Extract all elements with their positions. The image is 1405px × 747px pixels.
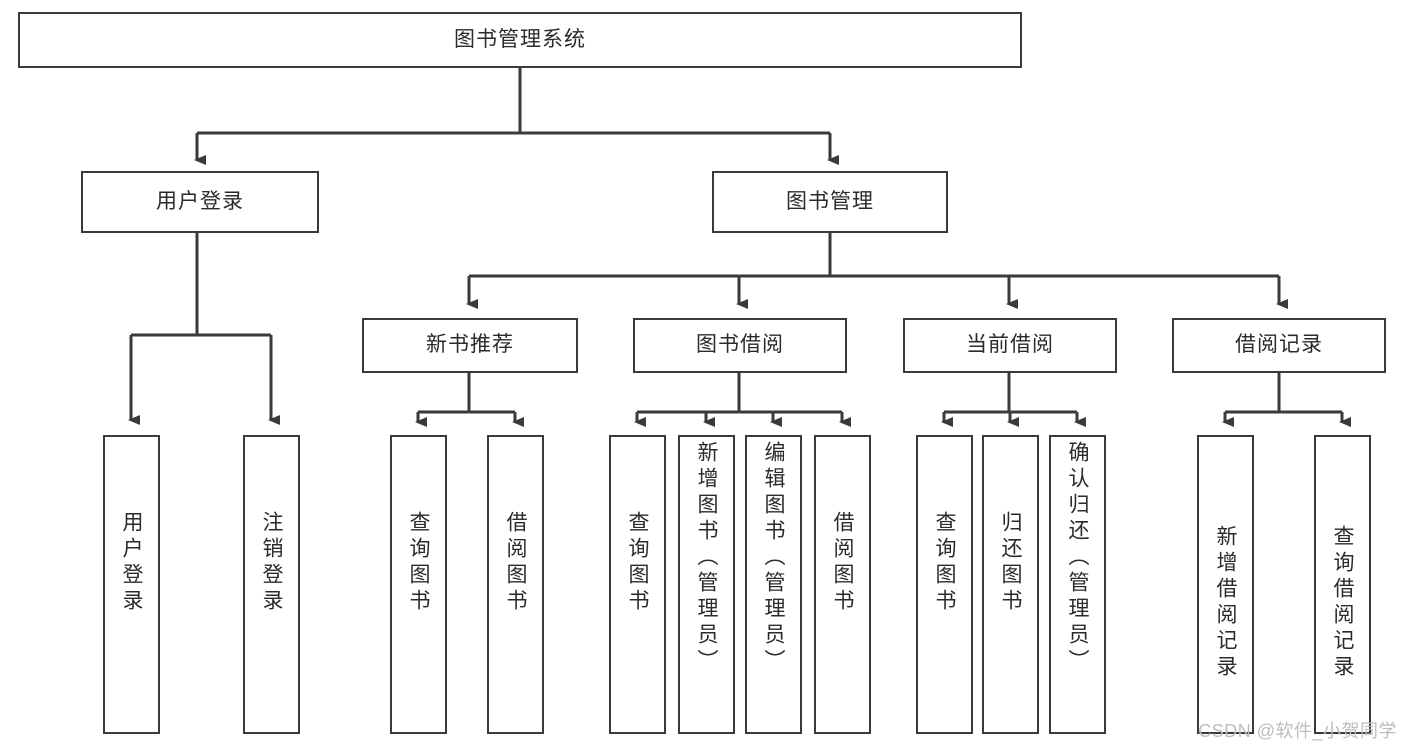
leaf-confirm-return-admin[interactable]: 确认归还（管理员）: [1049, 435, 1106, 734]
node-label: 查询图书: [407, 511, 430, 615]
node-label: 查询图书: [626, 511, 649, 615]
node-label: 当前借阅: [966, 333, 1054, 357]
leaf-edit-book-admin[interactable]: 编辑图书（管理员）: [745, 435, 802, 734]
leaf-add-book-admin[interactable]: 新增图书（管理员）: [678, 435, 735, 734]
node-label: 新增借阅记录: [1214, 525, 1237, 681]
leaf-user-login[interactable]: 用户登录: [103, 435, 160, 734]
node-book-borrow[interactable]: 图书借阅: [633, 318, 847, 373]
node-label: 查询图书: [933, 511, 956, 615]
leaf-return-book[interactable]: 归还图书: [982, 435, 1039, 734]
node-current-borrow[interactable]: 当前借阅: [903, 318, 1117, 373]
leaf-query-book-recommend[interactable]: 查询图书: [390, 435, 447, 734]
node-label: 用户登录: [156, 189, 244, 213]
leaf-logout[interactable]: 注销登录: [243, 435, 300, 734]
node-label: 图书管理系统: [454, 27, 586, 51]
leaf-query-book-current[interactable]: 查询图书: [916, 435, 973, 734]
node-label: 借阅图书: [504, 511, 527, 615]
node-new-book-recommend[interactable]: 新书推荐: [362, 318, 578, 373]
node-label: 借阅图书: [831, 511, 854, 615]
node-user-login[interactable]: 用户登录: [81, 171, 319, 233]
node-label: 图书管理: [786, 189, 874, 213]
leaf-borrow-book-recommend[interactable]: 借阅图书: [487, 435, 544, 734]
leaf-query-book-borrow[interactable]: 查询图书: [609, 435, 666, 734]
node-label: 用户登录: [120, 511, 143, 615]
node-root-book-management-system[interactable]: 图书管理系统: [18, 12, 1022, 68]
node-book-management[interactable]: 图书管理: [712, 171, 948, 233]
node-label: 图书借阅: [696, 333, 784, 357]
leaf-borrow-book[interactable]: 借阅图书: [814, 435, 871, 734]
node-label: 归还图书: [999, 511, 1022, 615]
node-label: 查询借阅记录: [1331, 525, 1354, 681]
node-borrow-record[interactable]: 借阅记录: [1172, 318, 1386, 373]
watermark: CSDN @软件_小贺同学: [1198, 721, 1397, 741]
node-label: 借阅记录: [1235, 333, 1323, 357]
leaf-query-borrow-record[interactable]: 查询借阅记录: [1314, 435, 1371, 734]
node-label: 编辑图书（管理员）: [762, 441, 785, 675]
node-label: 注销登录: [260, 511, 283, 615]
node-label: 新增图书（管理员）: [695, 441, 718, 675]
node-label: 确认归还（管理员）: [1066, 441, 1089, 675]
node-label: 新书推荐: [426, 333, 514, 357]
leaf-add-borrow-record[interactable]: 新增借阅记录: [1197, 435, 1254, 734]
